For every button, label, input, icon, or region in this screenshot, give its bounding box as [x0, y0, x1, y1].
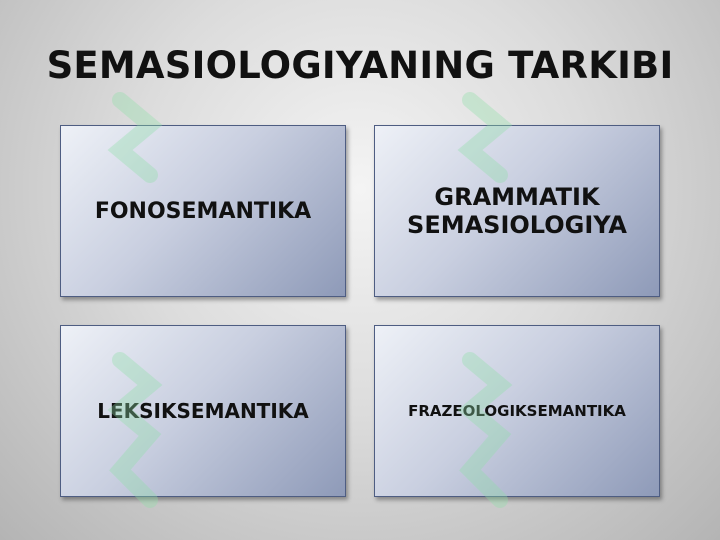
slide-title: SEMASIOLOGIYANING TARKIBI — [46, 44, 674, 87]
box-leksiksemantika: LEKSIKSEMANTIKA — [60, 325, 346, 497]
box-label: GRAMMATIK SEMASIOLOGIYA — [407, 183, 627, 239]
box-fonosemantika: FONOSEMANTIKA — [60, 125, 346, 297]
box-label: FRAZEOLOGIKSEMANTIKA — [408, 402, 626, 420]
box-label: FONOSEMANTIKA — [94, 198, 312, 224]
box-grammatik-semasiologiya: GRAMMATIK SEMASIOLOGIYA — [374, 125, 660, 297]
box-label: LEKSIKSEMANTIKA — [97, 399, 309, 423]
box-frazeologiksemantika: FRAZEOLOGIKSEMANTIKA — [374, 325, 660, 497]
